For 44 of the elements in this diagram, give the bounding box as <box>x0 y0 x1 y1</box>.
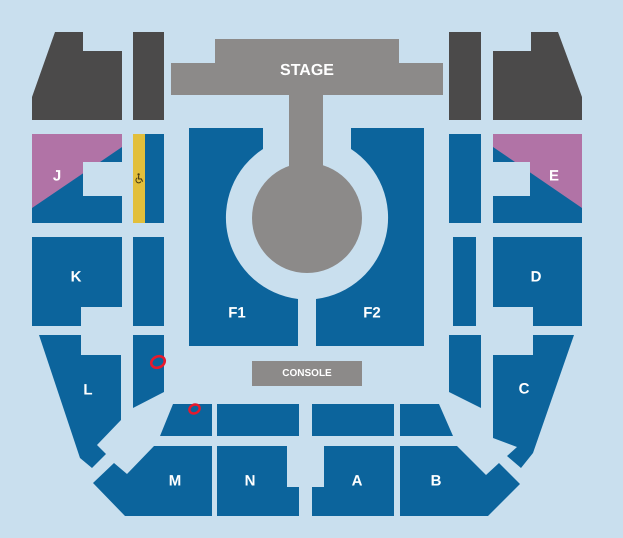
section-label: A <box>352 474 362 488</box>
section-label: D <box>530 270 542 284</box>
section-label: M <box>168 474 182 488</box>
section-label: E <box>549 168 559 184</box>
stage-label: STAGE <box>280 63 334 79</box>
seating-section <box>145 134 164 223</box>
section-label: F2 <box>363 306 381 320</box>
section-label: K <box>70 270 82 284</box>
section-label: L <box>83 382 93 398</box>
seating-section <box>316 128 424 346</box>
seating-block <box>32 32 122 120</box>
seating-section <box>39 335 121 468</box>
seating-section <box>312 404 394 436</box>
seating-section <box>32 237 122 326</box>
seating-block <box>493 32 582 120</box>
seating-section <box>312 446 394 516</box>
seating-block <box>133 32 164 120</box>
seating-section <box>189 128 298 346</box>
section-label: J <box>52 168 62 184</box>
console-booth <box>252 361 362 386</box>
seating-section <box>217 446 299 516</box>
seating-section <box>400 446 520 516</box>
seating-section <box>449 134 481 223</box>
seating-section <box>493 134 582 223</box>
seating-section <box>32 134 122 223</box>
seating-section <box>93 446 212 516</box>
console-label: CONSOLE <box>282 369 332 379</box>
seating-section <box>493 237 582 326</box>
stage-platform <box>171 39 443 95</box>
seating-section <box>133 335 164 408</box>
section-label: C <box>518 382 530 396</box>
seating-section <box>217 404 299 436</box>
seating-section <box>493 335 574 468</box>
seating-section <box>400 404 453 436</box>
section-label: N <box>244 474 256 488</box>
seating-section <box>133 237 164 326</box>
section-label: F1 <box>228 306 246 320</box>
seating-section <box>160 404 212 436</box>
wheelchair-area <box>133 134 145 223</box>
seating-section <box>449 335 481 408</box>
seating-block <box>449 32 481 120</box>
seating-section <box>453 237 476 326</box>
section-label: B <box>430 474 442 488</box>
circular-stage <box>252 163 362 273</box>
